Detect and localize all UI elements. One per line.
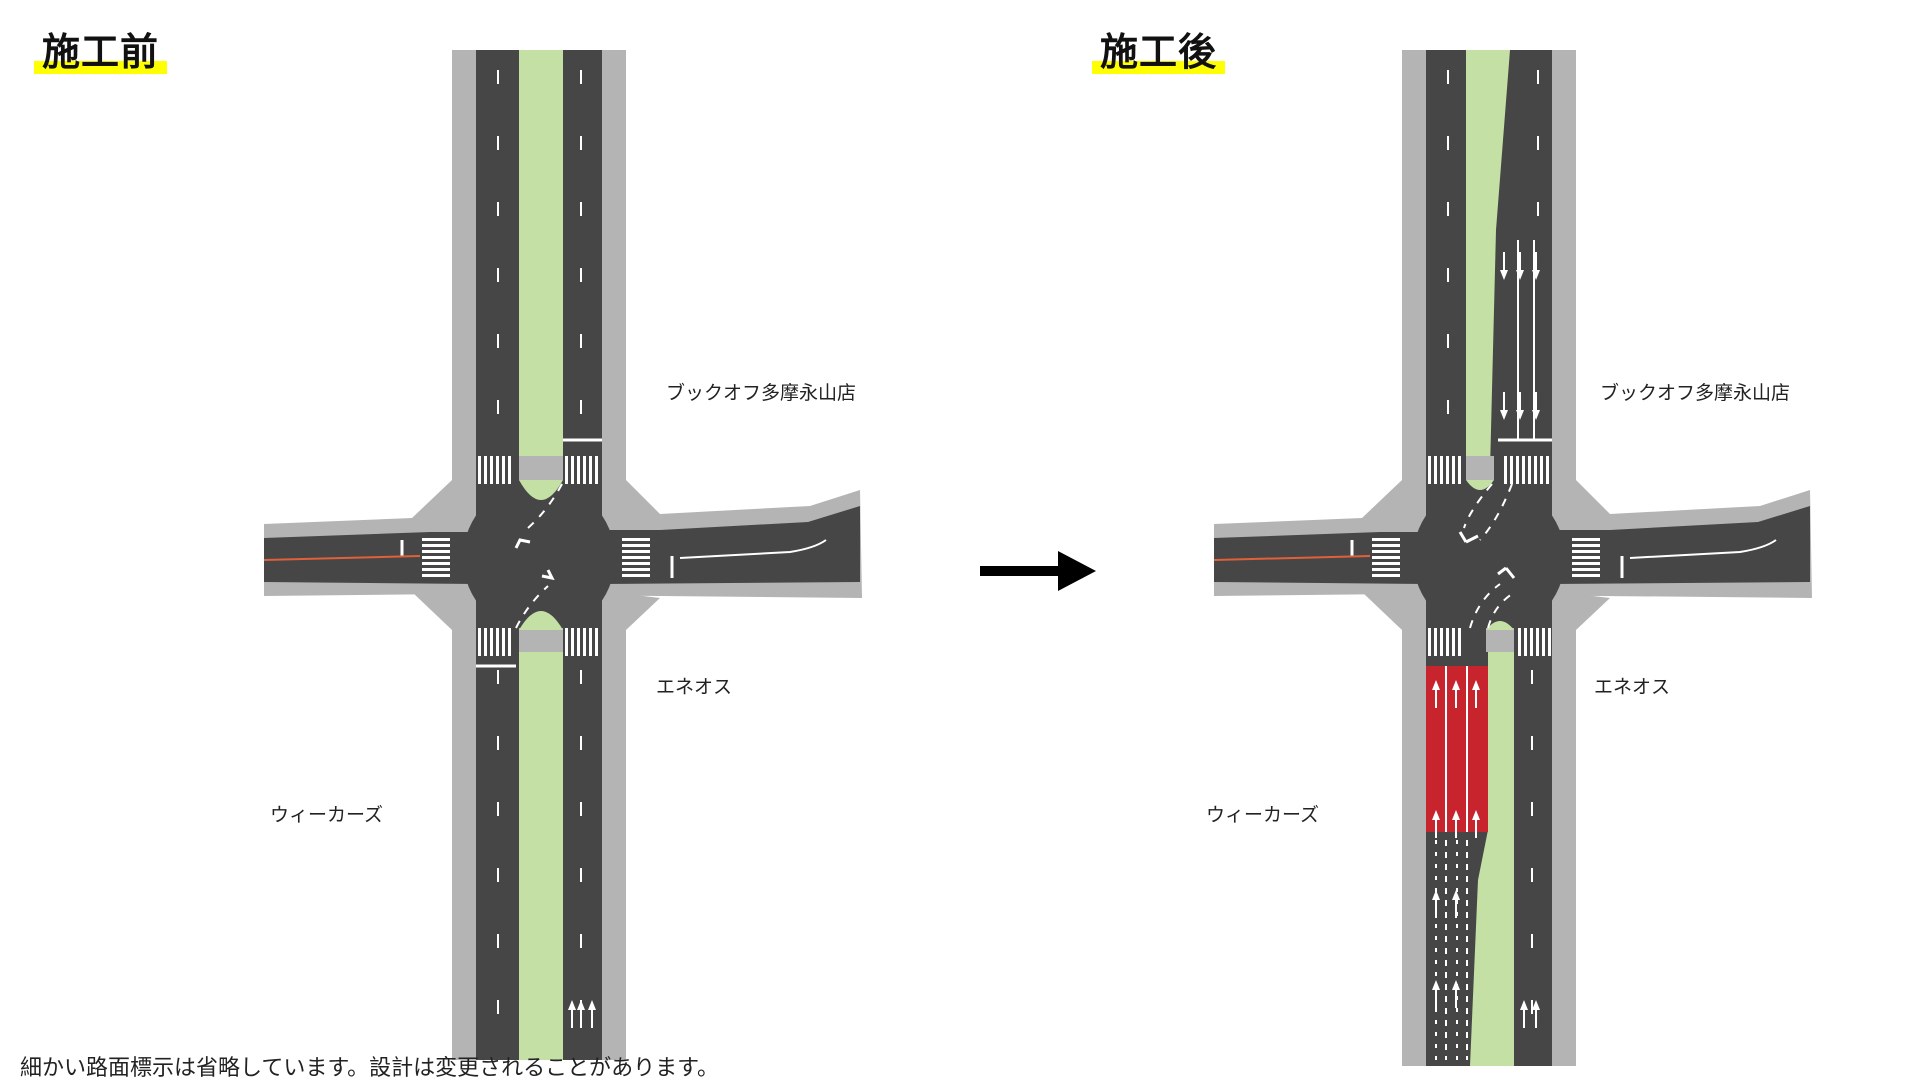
label-bookoff-after: ブックオフ多摩永山店 bbox=[1600, 382, 1791, 404]
median-north bbox=[1466, 50, 1510, 470]
title-before: 施工前 bbox=[34, 30, 168, 76]
median-north bbox=[519, 50, 563, 468]
footnote: 細かい路面標示は省略しています。設計は変更されることがあります。 bbox=[20, 1056, 719, 1081]
center-line-west bbox=[263, 555, 421, 561]
label-eneos-after: エネオス bbox=[1594, 676, 1671, 698]
median-south bbox=[519, 650, 563, 1060]
label-bookoff-before: ブックオフ多摩永山店 bbox=[666, 382, 857, 404]
title-after-highlight bbox=[1092, 61, 1226, 74]
label-eneos-before: エネオス bbox=[656, 676, 733, 698]
label-weekers-after: ウィーカーズ bbox=[1206, 804, 1320, 826]
after-intersection bbox=[1213, 50, 1812, 1066]
junction-box bbox=[463, 482, 615, 634]
title-after: 施工後 bbox=[1092, 30, 1226, 76]
title-before-highlight bbox=[34, 61, 168, 74]
label-weekers-before: ウィーカーズ bbox=[270, 804, 384, 826]
junction-box bbox=[1413, 482, 1565, 634]
before-intersection bbox=[263, 50, 862, 1060]
median-south bbox=[1470, 650, 1514, 1066]
sidewalk-corners bbox=[412, 480, 660, 630]
center-line-west bbox=[1213, 555, 1371, 561]
before-after-arrow bbox=[980, 551, 1096, 591]
